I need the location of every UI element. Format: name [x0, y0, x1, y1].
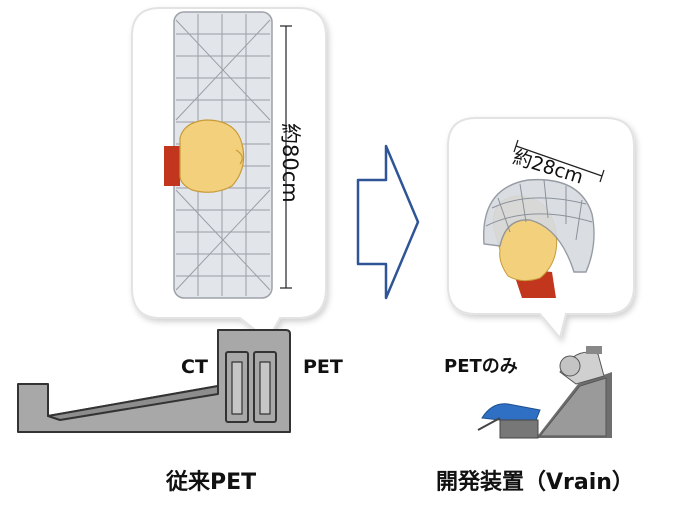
size-label-80cm: 約80cm	[278, 123, 302, 203]
pet-only-label: PETのみ	[444, 356, 518, 377]
transition-arrow	[356, 144, 420, 300]
dimension-line-28cm	[513, 139, 605, 183]
conventional-pet-caption: 従来PET	[166, 470, 257, 495]
ct-label: CT	[181, 356, 208, 378]
head-figure-conventional	[164, 119, 245, 193]
conventional-scanner-machine	[17, 329, 291, 433]
pet-label: PET	[303, 356, 343, 378]
vrain-device-caption: 開発装置（Vrain）	[436, 470, 634, 495]
helmet-head-figure	[483, 178, 595, 298]
vrain-device-illustration	[477, 346, 612, 439]
dimension-line-80cm	[280, 25, 292, 289]
